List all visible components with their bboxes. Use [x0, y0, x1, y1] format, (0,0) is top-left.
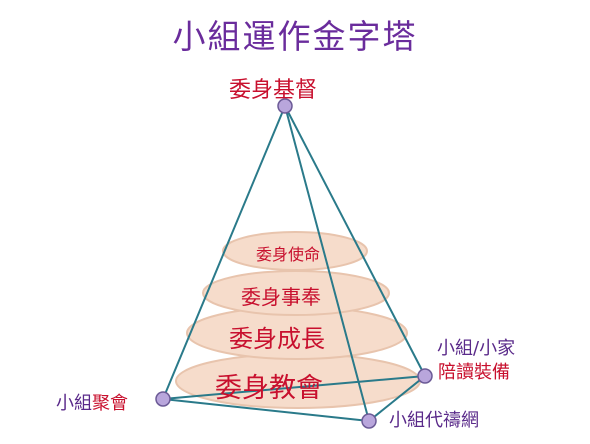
corner-label-left: 小組聚會: [56, 389, 128, 415]
vertex-front: [361, 413, 377, 429]
vertex-left: [155, 391, 171, 407]
disc-mission: [222, 231, 368, 271]
corner-label-right-line2: 陪讀裝備: [438, 362, 510, 383]
apex-label: 委身基督: [229, 78, 318, 103]
disc-service: [202, 270, 390, 316]
corner-label-left-suffix: 聚會: [92, 393, 128, 414]
layer-label-growth: 委身成長: [229, 325, 325, 353]
layer-label-church: 委身教會: [215, 373, 323, 404]
pyramid-edges: [162, 105, 426, 422]
vertex-right: [417, 368, 433, 384]
corner-label-front: 小組代禱網: [389, 410, 479, 431]
edge-apex-right: [284, 105, 426, 377]
edge-apex-left: [162, 105, 286, 400]
diagram-title: 小組運作金字塔: [172, 17, 418, 56]
corner-label-left-prefix: 小組: [56, 393, 92, 414]
layer-label-mission: 委身使命: [256, 245, 321, 264]
edge-apex-front: [284, 105, 370, 422]
edge-base-left-right: [162, 375, 426, 400]
edge-base-left-front: [162, 398, 370, 422]
vertex-apex: [277, 98, 293, 114]
edge-base-front-right: [368, 375, 426, 422]
layer-label-service: 委身事奉: [241, 285, 321, 309]
corner-label-right-line1: 小組/小家: [437, 338, 516, 359]
